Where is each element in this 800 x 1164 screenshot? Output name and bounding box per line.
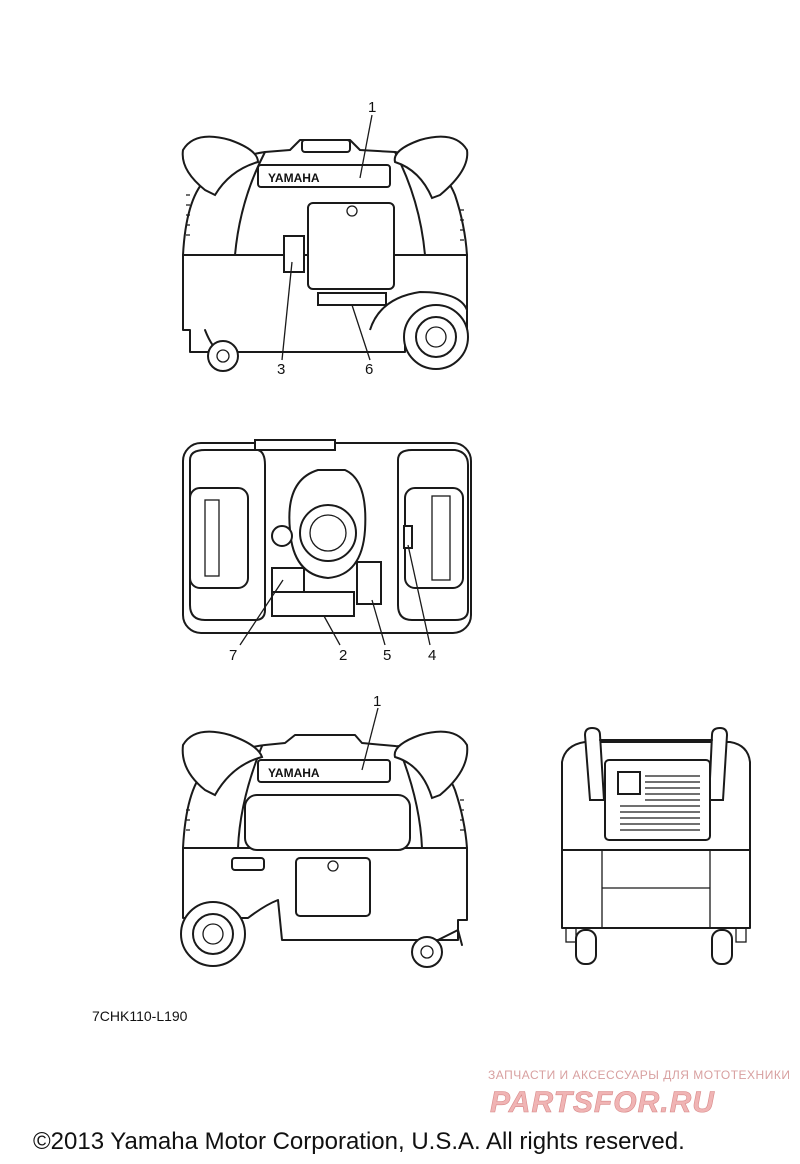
callout-5: 5	[383, 647, 391, 664]
yamaha-logo-top: YAMAHA	[268, 171, 320, 185]
generator-rear-view	[561, 726, 751, 965]
callout-2: 2	[339, 647, 347, 664]
callout-7: 7	[229, 647, 237, 664]
generator-top-view	[182, 439, 472, 646]
watermark-logo: PARTSFOR.RU	[490, 1086, 715, 1120]
callout-1-top: 1	[368, 99, 376, 116]
callout-6: 6	[365, 361, 373, 378]
part-code: 7CHK110-L190	[92, 1008, 188, 1024]
callout-4: 4	[428, 647, 436, 664]
callout-3: 3	[277, 361, 285, 378]
watermark-tagline: ЗАПЧАСТИ И АКСЕССУАРЫ ДЛЯ МОТОТЕХНИКИ	[488, 1068, 791, 1082]
generator-side-view-top: YAMAHA	[181, 114, 469, 372]
copyright-notice: ©2013 Yamaha Motor Corporation, U.S.A. A…	[33, 1128, 685, 1155]
callout-1-bottom: 1	[373, 693, 381, 710]
watermark-logo-text: PARTSFOR.RU	[490, 1086, 715, 1119]
generator-side-view-bottom: YAMAHA	[180, 707, 469, 968]
yamaha-logo-bottom: YAMAHA	[268, 766, 320, 780]
